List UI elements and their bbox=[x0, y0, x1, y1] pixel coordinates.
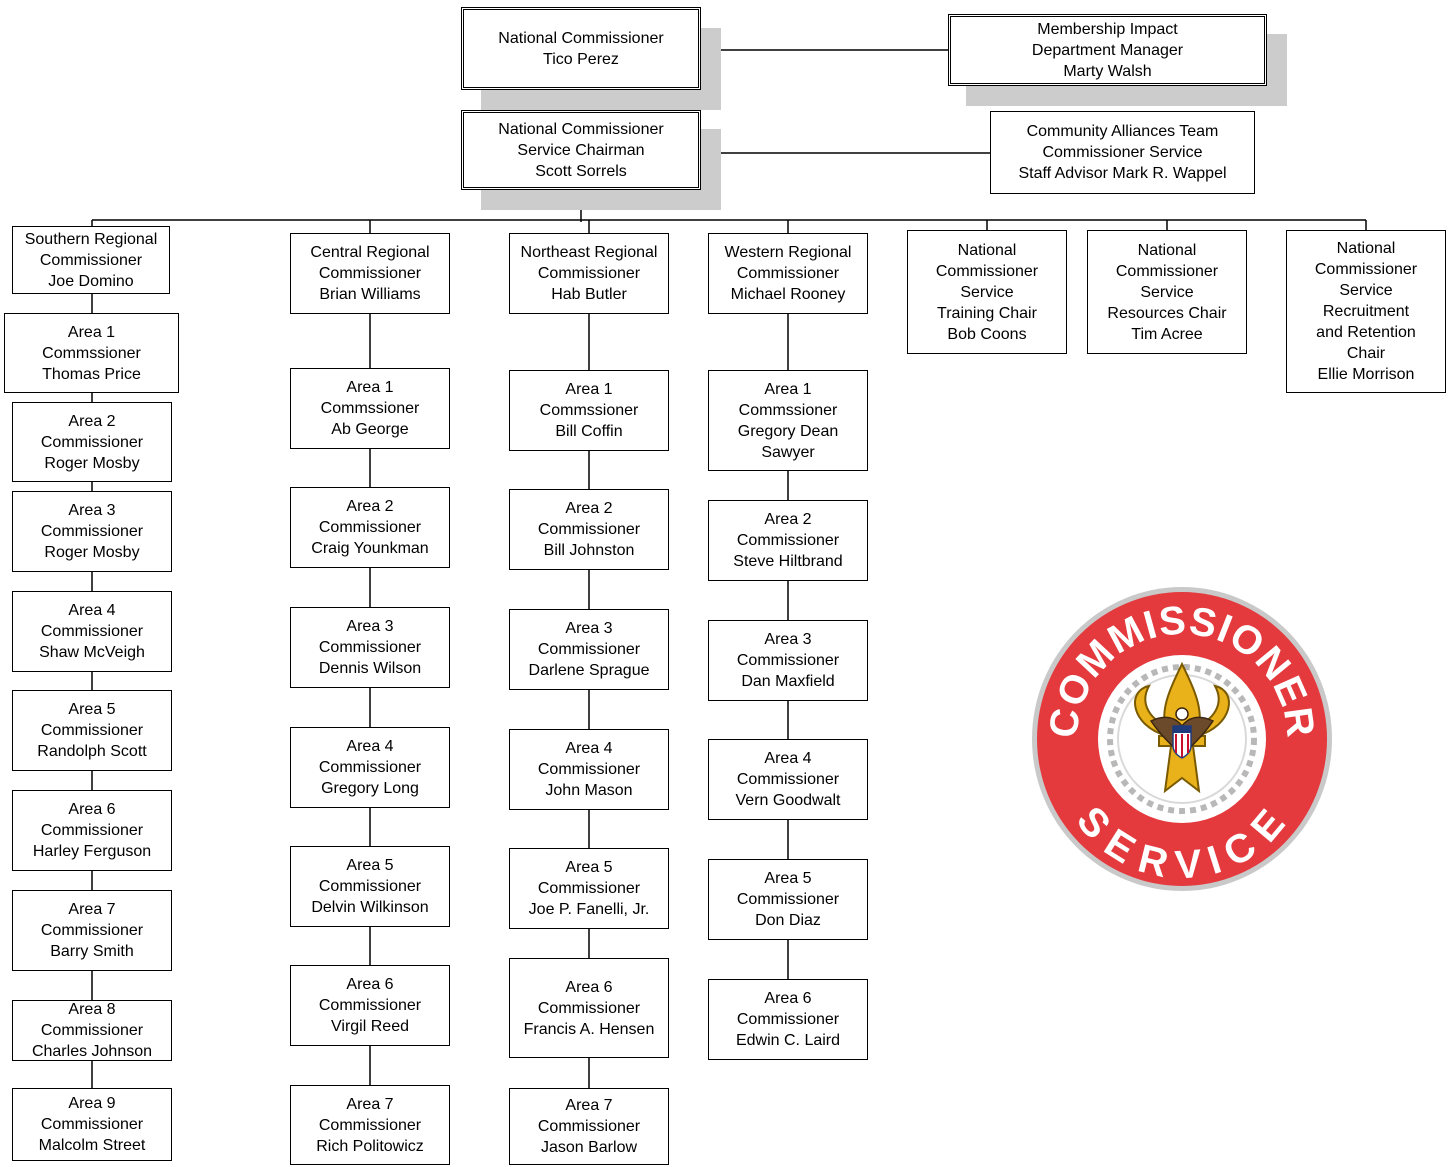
box-text: Area 1 Commssioner Bill Coffin bbox=[539, 381, 639, 440]
box-text: Area 6 Commissioner Francis A. Hensen bbox=[523, 978, 655, 1038]
box-text: Membership Impact Department Manager Mar… bbox=[1031, 20, 1184, 80]
resources-chair-box: National Commissioner Service Resources … bbox=[1087, 230, 1247, 354]
central-area-box: Area 7 Commissioner Rich Politowicz bbox=[290, 1085, 450, 1165]
southern-area-box: Area 2 Commissioner Roger Mosby bbox=[12, 402, 172, 482]
box-text: Western Regional Commissioner Michael Ro… bbox=[724, 244, 852, 303]
southern-regional-box: Southern Regional Commissioner Joe Domin… bbox=[12, 226, 170, 294]
western-area-box: Area 4 Commissioner Vern Goodwalt bbox=[708, 739, 868, 820]
central-area-box: Area 4 Commissioner Gregory Long bbox=[290, 727, 450, 808]
northeast-area-box: Area 4 Commissioner John Mason bbox=[509, 729, 669, 810]
box-text: Area 4 Commissioner John Mason bbox=[537, 740, 641, 799]
box-text: Area 3 Commissioner Darlene Sprague bbox=[528, 620, 650, 679]
southern-area-box: Area 6 Commissioner Harley Ferguson bbox=[12, 790, 172, 871]
box-text: National Commissioner Service Resources … bbox=[1107, 241, 1227, 343]
national-commissioner-box: National Commissioner Tico Perez bbox=[461, 7, 701, 90]
box-text: Southern Regional Commissioner Joe Domin… bbox=[24, 230, 158, 290]
box-text: Area 1 Commssioner Gregory Dean Sawyer bbox=[737, 380, 839, 461]
box-text: Area 7 Commissioner Rich Politowicz bbox=[316, 1095, 424, 1155]
recruitment-chair-box: National Commissioner Service Recruitmen… bbox=[1286, 230, 1446, 393]
box-text: Area 4 Commissioner Gregory Long bbox=[318, 738, 422, 797]
southern-area-box: Area 7 Commissioner Barry Smith bbox=[12, 890, 172, 971]
commissioner-service-badge: COMMISSIONER SERVICE bbox=[1032, 587, 1332, 891]
box-text: National Commissioner Service Chairman S… bbox=[498, 120, 664, 180]
box-text: Area 5 Commissioner Joe P. Fanelli, Jr. bbox=[528, 859, 650, 918]
box-text: Area 2 Commissioner Roger Mosby bbox=[40, 412, 144, 472]
northeast-area-box: Area 7 Commissioner Jason Barlow bbox=[509, 1088, 669, 1165]
box-text: Area 3 Commissioner Dan Maxfield bbox=[736, 631, 840, 690]
box-text: National Commissioner Service Recruitmen… bbox=[1314, 240, 1418, 383]
central-area-box: Area 2 Commissioner Craig Younkman bbox=[290, 487, 450, 568]
southern-area-box: Area 8 Commissioner Charles Johnson bbox=[12, 1000, 172, 1061]
box-text: Area 3 Commissioner Dennis Wilson bbox=[318, 618, 422, 677]
box-text: National Commissioner Service Training C… bbox=[935, 241, 1039, 343]
western-area-box: Area 1 Commssioner Gregory Dean Sawyer bbox=[708, 370, 868, 471]
central-area-box: Area 1 Commssioner Ab George bbox=[290, 368, 450, 449]
western-area-box: Area 3 Commissioner Dan Maxfield bbox=[708, 620, 868, 701]
western-area-box: Area 6 Commissioner Edwin C. Laird bbox=[708, 979, 868, 1060]
box-text: Area 6 Commissioner Harley Ferguson bbox=[32, 801, 152, 860]
box-text: Area 4 Commissioner Shaw McVeigh bbox=[39, 602, 145, 661]
central-area-box: Area 5 Commissioner Delvin Wilkinson bbox=[290, 846, 450, 927]
box-text: Area 7 Commissioner Jason Barlow bbox=[537, 1097, 641, 1156]
membership-impact-box: Membership Impact Department Manager Mar… bbox=[948, 14, 1267, 86]
central-area-box: Area 6 Commissioner Virgil Reed bbox=[290, 965, 450, 1046]
southern-area-box: Area 5 Commissioner Randolph Scott bbox=[12, 690, 172, 771]
central-area-box: Area 3 Commissioner Dennis Wilson bbox=[290, 607, 450, 688]
box-text: Area 5 Commissioner Delvin Wilkinson bbox=[311, 857, 429, 916]
box-text: Area 5 Commissioner Don Diaz bbox=[736, 870, 840, 929]
northeast-area-box: Area 1 Commssioner Bill Coffin bbox=[509, 370, 669, 451]
box-text: Area 8 Commissioner Charles Johnson bbox=[31, 1001, 153, 1060]
western-regional-box: Western Regional Commissioner Michael Ro… bbox=[708, 233, 868, 314]
box-text: Area 5 Commissioner Randolph Scott bbox=[37, 701, 147, 760]
box-text: Area 9 Commissioner Malcolm Street bbox=[38, 1095, 146, 1154]
box-text: Area 1 Commssioner Ab George bbox=[320, 379, 420, 438]
southern-area-box: Area 1 Commssioner Thomas Price bbox=[4, 313, 179, 393]
box-text: Northeast Regional Commissioner Hab Butl… bbox=[520, 244, 658, 303]
box-text: Area 7 Commissioner Barry Smith bbox=[40, 901, 144, 960]
northeast-area-box: Area 5 Commissioner Joe P. Fanelli, Jr. bbox=[509, 848, 669, 929]
southern-area-box: Area 3 Commissioner Roger Mosby bbox=[12, 491, 172, 572]
box-text: Central Regional Commissioner Brian Will… bbox=[310, 244, 430, 303]
wreath-icon bbox=[1107, 664, 1257, 814]
fleur-de-lis-emblem-icon bbox=[1134, 661, 1230, 794]
box-text: Area 2 Commissioner Craig Younkman bbox=[311, 498, 429, 557]
northeast-area-box: Area 2 Commissioner Bill Johnston bbox=[509, 489, 669, 570]
southern-area-box: Area 4 Commissioner Shaw McVeigh bbox=[12, 591, 172, 672]
southern-area-box: Area 9 Commissioner Malcolm Street bbox=[12, 1088, 172, 1161]
community-alliances-box: Community Alliances Team Commissioner Se… bbox=[990, 111, 1255, 194]
western-area-box: Area 2 Commissioner Steve Hiltbrand bbox=[708, 500, 868, 581]
box-text: Area 2 Commissioner Steve Hiltbrand bbox=[733, 511, 843, 570]
box-text: Area 6 Commissioner Edwin C. Laird bbox=[735, 990, 841, 1049]
training-chair-box: National Commissioner Service Training C… bbox=[907, 230, 1067, 354]
service-chairman-box: National Commissioner Service Chairman S… bbox=[461, 110, 701, 190]
box-text: Area 1 Commssioner Thomas Price bbox=[42, 323, 141, 383]
northeast-area-box: Area 3 Commissioner Darlene Sprague bbox=[509, 609, 669, 690]
box-text: Area 4 Commissioner Vern Goodwalt bbox=[735, 750, 841, 809]
box-text: Area 6 Commissioner Virgil Reed bbox=[318, 976, 422, 1035]
box-text: Community Alliances Team Commissioner Se… bbox=[1018, 123, 1227, 182]
box-text: Area 2 Commissioner Bill Johnston bbox=[537, 500, 641, 559]
western-area-box: Area 5 Commissioner Don Diaz bbox=[708, 859, 868, 940]
northeast-regional-box: Northeast Regional Commissioner Hab Butl… bbox=[509, 233, 669, 314]
box-text: Area 3 Commissioner Roger Mosby bbox=[40, 502, 144, 561]
box-text: National Commissioner Tico Perez bbox=[498, 29, 664, 68]
northeast-area-box: Area 6 Commissioner Francis A. Hensen bbox=[509, 958, 669, 1058]
central-regional-box: Central Regional Commissioner Brian Will… bbox=[290, 233, 450, 314]
